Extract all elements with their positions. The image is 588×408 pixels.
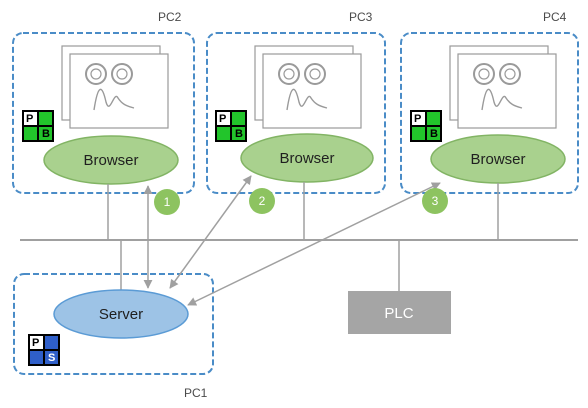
connection-badge-2: 2	[249, 188, 275, 214]
connection-badge-1: 1	[154, 189, 180, 215]
plc-box: PLC	[348, 291, 451, 334]
icon-letter-p: P	[32, 337, 39, 349]
pc-box-pc1: PC1 Server P S	[13, 240, 214, 400]
icon-letter-s: S	[48, 352, 55, 364]
browser-label: Browser	[83, 152, 138, 169]
browser-label: Browser	[279, 150, 334, 167]
badge-number: 1	[164, 195, 171, 209]
hmi-screen-icon	[61, 45, 169, 129]
pc-box-pc2: PC2 P B Browser	[12, 10, 195, 194]
browser-node	[240, 133, 374, 183]
pc-label: PC4	[543, 10, 567, 24]
server-label: Server	[99, 306, 143, 323]
hmi-screen-icon	[449, 45, 557, 129]
connection-badge-3: 3	[422, 188, 448, 214]
badge-number: 3	[432, 194, 439, 208]
pc-boundary	[13, 273, 214, 375]
icon-letter-b: B	[235, 128, 243, 140]
badge-number: 2	[259, 194, 266, 208]
connection-arrow-3	[187, 182, 441, 306]
pc-label: PC2	[158, 10, 182, 24]
server-node	[53, 289, 189, 339]
icon-letter-p: P	[414, 113, 421, 125]
icon-letter-p: P	[219, 113, 226, 125]
pc-label: PC3	[349, 10, 373, 24]
browser-label: Browser	[470, 151, 525, 168]
pc-label: PC1	[184, 386, 208, 400]
client-app-icon: P B	[410, 110, 442, 142]
plc-label: PLC	[384, 305, 413, 322]
pc-boundary	[400, 32, 579, 194]
pc-box-pc3: PC3 P B Browser	[206, 10, 386, 194]
pc-boundary	[12, 32, 195, 194]
icon-letter-p: P	[26, 113, 33, 125]
icon-letter-b: B	[42, 128, 50, 140]
client-app-icon: P B	[22, 110, 54, 142]
browser-node	[43, 135, 179, 185]
client-app-icon: P B	[215, 110, 247, 142]
hmi-screen-icon	[254, 45, 362, 129]
icon-letter-b: B	[430, 128, 438, 140]
server-app-icon: P S	[28, 334, 60, 366]
pc-box-pc4: PC4 P B Browser	[400, 10, 579, 194]
